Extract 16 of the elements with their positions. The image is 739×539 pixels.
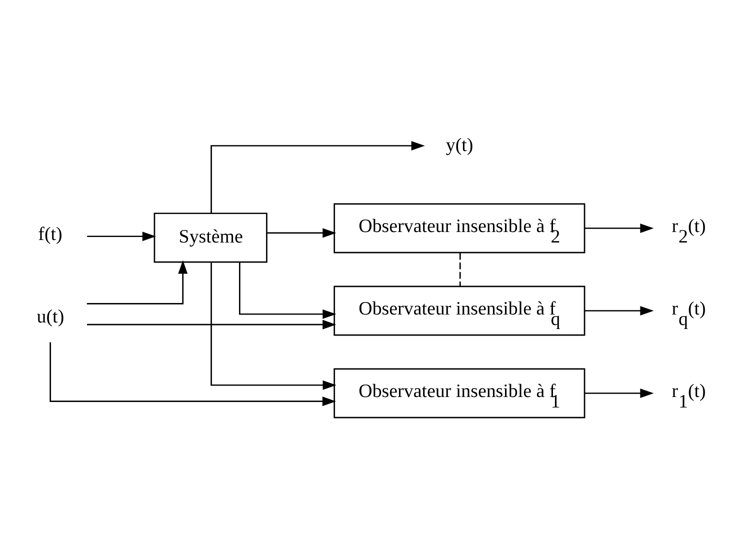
- node-text: f(t): [38, 224, 62, 246]
- node-box: Système: [154, 212, 268, 263]
- node-text: u(t): [36, 306, 64, 328]
- arrow: [210, 141, 425, 214]
- arrow: [87, 232, 156, 242]
- arrow: [584, 306, 654, 316]
- arrow: [584, 388, 654, 398]
- arrow: [87, 320, 336, 330]
- connector: [459, 253, 461, 286]
- arrow: [210, 262, 336, 390]
- arrow: [50, 342, 336, 406]
- arrow: [267, 228, 336, 238]
- node-text: y(t): [446, 134, 474, 156]
- arrow: [86, 260, 188, 304]
- arrow: [584, 224, 654, 233]
- arrow: [238, 262, 336, 319]
